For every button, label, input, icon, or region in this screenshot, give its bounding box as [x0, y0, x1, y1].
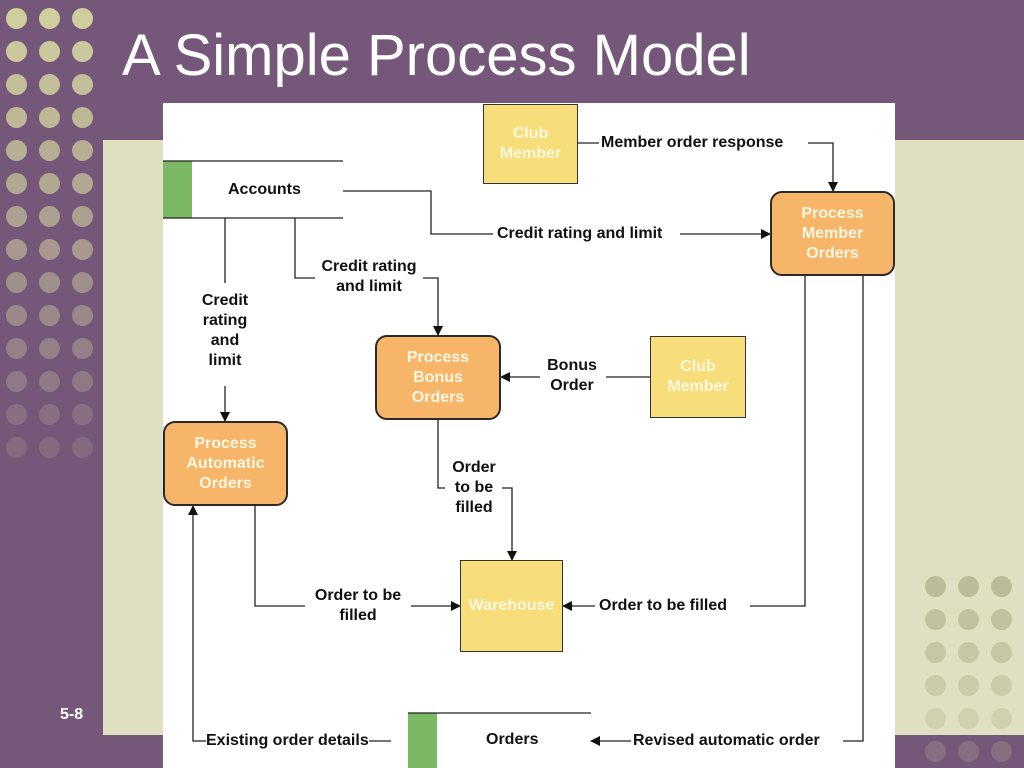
decorative-dot: [6, 437, 27, 458]
decorative-dot: [39, 371, 60, 392]
decorative-dot: [958, 576, 979, 597]
decorative-dot: [72, 272, 93, 293]
decorative-dot: [958, 708, 979, 729]
club-member-entity-top: Club Member: [483, 104, 578, 184]
decorative-dot: [72, 41, 93, 62]
decorative-dot: [39, 239, 60, 260]
slide-title: A Simple Process Model: [122, 23, 751, 88]
decorative-dot: [991, 708, 1012, 729]
flow-label-credit-rating-right: Credit rating and limit: [497, 224, 663, 244]
decorative-dot: [925, 675, 946, 696]
orders-store-marker: [408, 713, 437, 768]
flow-label-existing-order-details: Existing order details: [206, 731, 369, 751]
process-bonus-orders: Process Bonus Orders: [375, 335, 501, 420]
decorative-dot: [6, 173, 27, 194]
warehouse-entity: Warehouse: [460, 560, 563, 652]
decorative-dot: [39, 107, 60, 128]
decorative-dot: [72, 437, 93, 458]
decorative-dot: [72, 8, 93, 29]
decorative-dot: [72, 74, 93, 95]
decorative-dot: [39, 8, 60, 29]
decorative-dot: [6, 338, 27, 359]
orders-store-label: Orders: [486, 731, 539, 748]
accounts-store-label: Accounts: [228, 181, 301, 198]
flow-label-order-to-be-filled-auto: Order to be filled: [306, 586, 410, 626]
decorative-dot: [958, 741, 979, 762]
decorative-dot: [6, 41, 27, 62]
decorative-dot: [958, 609, 979, 630]
decorative-dot: [925, 576, 946, 597]
decorative-dot: [991, 576, 1012, 597]
decorative-dot: [925, 642, 946, 663]
decorative-dot: [39, 404, 60, 425]
decorative-dot: [39, 206, 60, 227]
decorative-dot: [39, 437, 60, 458]
decorative-dot: [72, 338, 93, 359]
decorative-dot: [991, 741, 1012, 762]
flow-label-member-order-response: Member order response: [601, 133, 784, 153]
decorative-dot: [6, 140, 27, 161]
decorative-dot: [6, 305, 27, 326]
decorative-dot: [72, 404, 93, 425]
decorative-dot: [991, 675, 1012, 696]
decorative-dot: [39, 74, 60, 95]
slide-number: 5-8: [60, 706, 84, 723]
decorative-dot: [925, 708, 946, 729]
decorative-dot: [72, 305, 93, 326]
decorative-dot: [6, 8, 27, 29]
decorative-dot: [925, 741, 946, 762]
flow-label-bonus-order: Bonus Order: [542, 356, 602, 396]
decorative-dot: [72, 107, 93, 128]
decorative-dot: [72, 371, 93, 392]
decorative-dot: [6, 206, 27, 227]
process-automatic-orders: Process Automatic Orders: [163, 421, 288, 506]
diagram-connectors: [163, 142, 864, 768]
decorative-dot: [39, 338, 60, 359]
decorative-dot: [6, 74, 27, 95]
decorative-dot: [958, 675, 979, 696]
flow-label-credit-rating-mid: Credit rating and limit: [315, 257, 423, 297]
decorative-dot: [39, 305, 60, 326]
process-model-diagram: Club Member Club Member Warehouse Proces…: [163, 103, 895, 768]
club-member-entity-mid: Club Member: [650, 336, 746, 418]
process-member-orders: Process Member Orders: [770, 191, 895, 276]
decorative-dot: [39, 173, 60, 194]
decorative-dot: [72, 173, 93, 194]
flow-label-revised-automatic-order: Revised automatic order: [633, 731, 820, 751]
decorative-dot: [72, 206, 93, 227]
decorative-dot: [72, 140, 93, 161]
decorative-dot: [6, 371, 27, 392]
flow-label-order-to-be-filled-bonus: Order to be filled: [446, 458, 502, 518]
decorative-dot: [6, 272, 27, 293]
left-decorative-strip: [0, 0, 103, 768]
flow-label-order-to-be-filled-member: Order to be filled: [599, 596, 728, 616]
decorative-dot: [925, 609, 946, 630]
decorative-dot: [6, 404, 27, 425]
decorative-dot: [6, 107, 27, 128]
decorative-dot: [991, 642, 1012, 663]
flow-label-credit-rating-left: Credit rating and limit: [193, 291, 257, 371]
decorative-dots-right: [915, 570, 1024, 768]
decorative-dot: [39, 140, 60, 161]
decorative-dot: [958, 642, 979, 663]
decorative-dot: [6, 239, 27, 260]
decorative-dot: [72, 239, 93, 260]
decorative-dot: [991, 609, 1012, 630]
decorative-dot: [39, 272, 60, 293]
decorative-dots-left: [0, 0, 103, 470]
accounts-store-marker: [163, 161, 192, 218]
decorative-dot: [39, 41, 60, 62]
